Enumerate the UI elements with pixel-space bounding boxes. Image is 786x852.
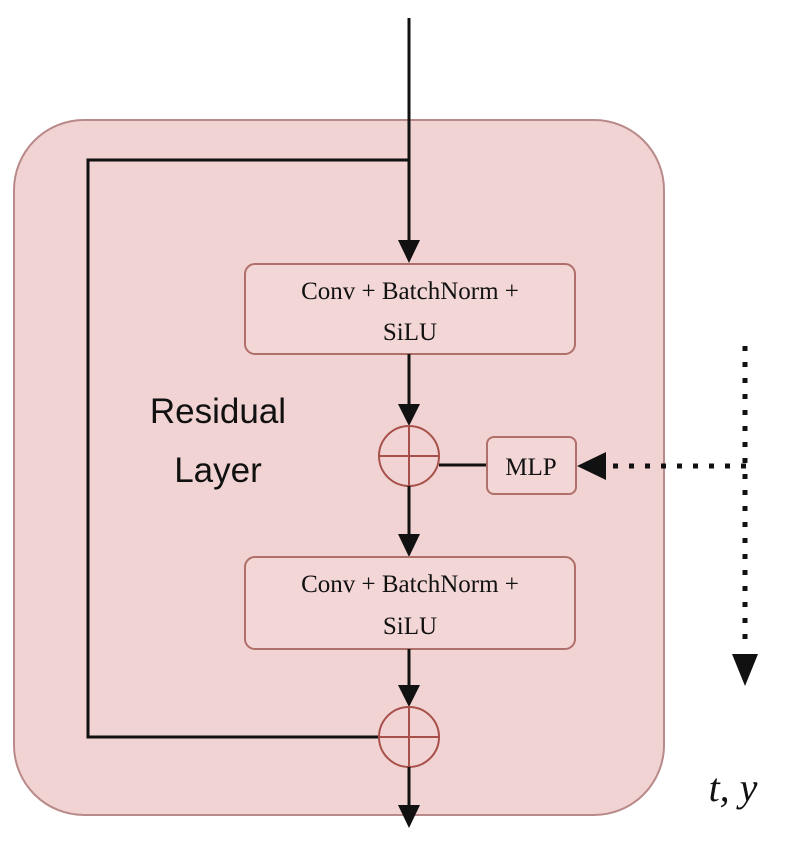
container-label-line2: Layer xyxy=(174,451,262,490)
mlp-block xyxy=(486,436,577,495)
block1-text-line2: SiLU xyxy=(383,319,437,346)
add-node-1 xyxy=(378,425,440,487)
arrowhead-into-sum2 xyxy=(398,685,420,707)
arrowhead-into-sum1 xyxy=(398,404,420,426)
arrowhead-into-mlp xyxy=(577,452,606,480)
container-label-line1: Residual xyxy=(150,392,286,431)
arrowhead-into-block2 xyxy=(398,534,420,557)
arrowhead-into-block1 xyxy=(398,240,420,263)
add-node-2 xyxy=(378,706,440,768)
mlp-label: MLP xyxy=(505,454,556,481)
block2-text-line1: Conv + BatchNorm + xyxy=(301,571,519,598)
arrowhead-conditioning-down xyxy=(732,654,758,686)
block2-text-line2: SiLU xyxy=(383,613,437,640)
conditioning-variables-label: t, y xyxy=(709,765,758,810)
block1-text-line1: Conv + BatchNorm + xyxy=(301,278,519,305)
arrowhead-output xyxy=(398,805,420,828)
skip-connection-line xyxy=(86,158,409,739)
